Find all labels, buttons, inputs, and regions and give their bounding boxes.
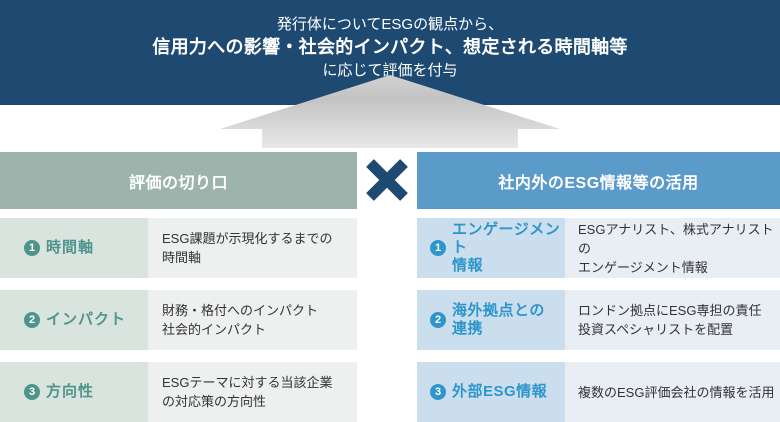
left-row-2-number-badge: 2 bbox=[24, 312, 40, 328]
left-column-header-label: 評価の切り口 bbox=[128, 174, 228, 192]
banner-line-2: 信用力への影響・社会的インパクト、想定される時間軸等 bbox=[152, 37, 628, 57]
left-row-2-label: インパクト bbox=[46, 311, 127, 328]
right-row-3-description: 複数のESG評価会社の情報を活用 bbox=[578, 384, 775, 400]
right-row-3-label: 外部ESG情報 bbox=[452, 383, 548, 400]
right-row-3-label-cell: 3 外部ESG情報 bbox=[417, 362, 565, 422]
right-row-2-desc-cell: ロンドン拠点にESG専担の責任 投資スペシャリストを配置 bbox=[565, 290, 780, 350]
left-row-1-description: ESG課題が示現化するまでの 時間軸 bbox=[162, 231, 333, 265]
right-row-3-desc-cell: 複数のESG評価会社の情報を活用 bbox=[565, 362, 780, 422]
right-row-1-label: エンゲージメント 情報 bbox=[452, 221, 561, 274]
cross-icon bbox=[366, 159, 408, 201]
left-row-3-label-cell: 3 方向性 bbox=[0, 362, 148, 422]
right-row-1-number-badge: 1 bbox=[430, 240, 446, 256]
left-row-3-number-badge: 3 bbox=[24, 384, 40, 400]
right-row-1-description: ESGアナリスト、株式アナリストの エンゲージメント情報 bbox=[578, 221, 774, 275]
right-row-2-number-badge: 2 bbox=[430, 312, 446, 328]
left-row-1-desc-cell: ESG課題が示現化するまでの 時間軸 bbox=[148, 218, 357, 278]
right-row-3-number-badge: 3 bbox=[430, 384, 446, 400]
right-column-header-label: 社内外のESG情報等の活用 bbox=[498, 174, 699, 192]
right-row-1-label-cell: 1 エンゲージメント 情報 bbox=[417, 218, 565, 278]
right-row-2-label-cell: 2 海外拠点との 連携 bbox=[417, 290, 565, 350]
left-row-2-desc-cell: 財務・格付へのインパクト 社会的インパクト bbox=[148, 290, 357, 350]
left-row-1-label-cell: 1 時間軸 bbox=[0, 218, 148, 278]
right-row-1-desc-cell: ESGアナリスト、株式アナリストの エンゲージメント情報 bbox=[565, 218, 780, 278]
right-row-2-description: ロンドン拠点にESG専担の責任 投資スペシャリストを配置 bbox=[578, 303, 762, 337]
right-column-header: 社内外のESG情報等の活用 bbox=[417, 152, 780, 209]
right-row-2-label: 海外拠点との 連携 bbox=[452, 302, 545, 337]
left-row-3-label: 方向性 bbox=[46, 383, 95, 400]
left-row-3-desc-cell: ESGテーマに対する当該企業 の対応策の方向性 bbox=[148, 362, 357, 422]
banner-line-1: 発行体についてESGの観点から、 bbox=[276, 16, 504, 33]
left-column-header: 評価の切り口 bbox=[0, 152, 357, 209]
left-row-3-description: ESGテーマに対する当該企業 の対応策の方向性 bbox=[162, 375, 333, 409]
left-row-2-description: 財務・格付へのインパクト 社会的インパクト bbox=[162, 303, 319, 337]
left-row-1-number-badge: 1 bbox=[24, 240, 40, 256]
left-row-1-label: 時間軸 bbox=[46, 239, 95, 256]
left-row-2-label-cell: 2 インパクト bbox=[0, 290, 148, 350]
banner-line-3: に応じて評価を付与 bbox=[322, 62, 458, 79]
